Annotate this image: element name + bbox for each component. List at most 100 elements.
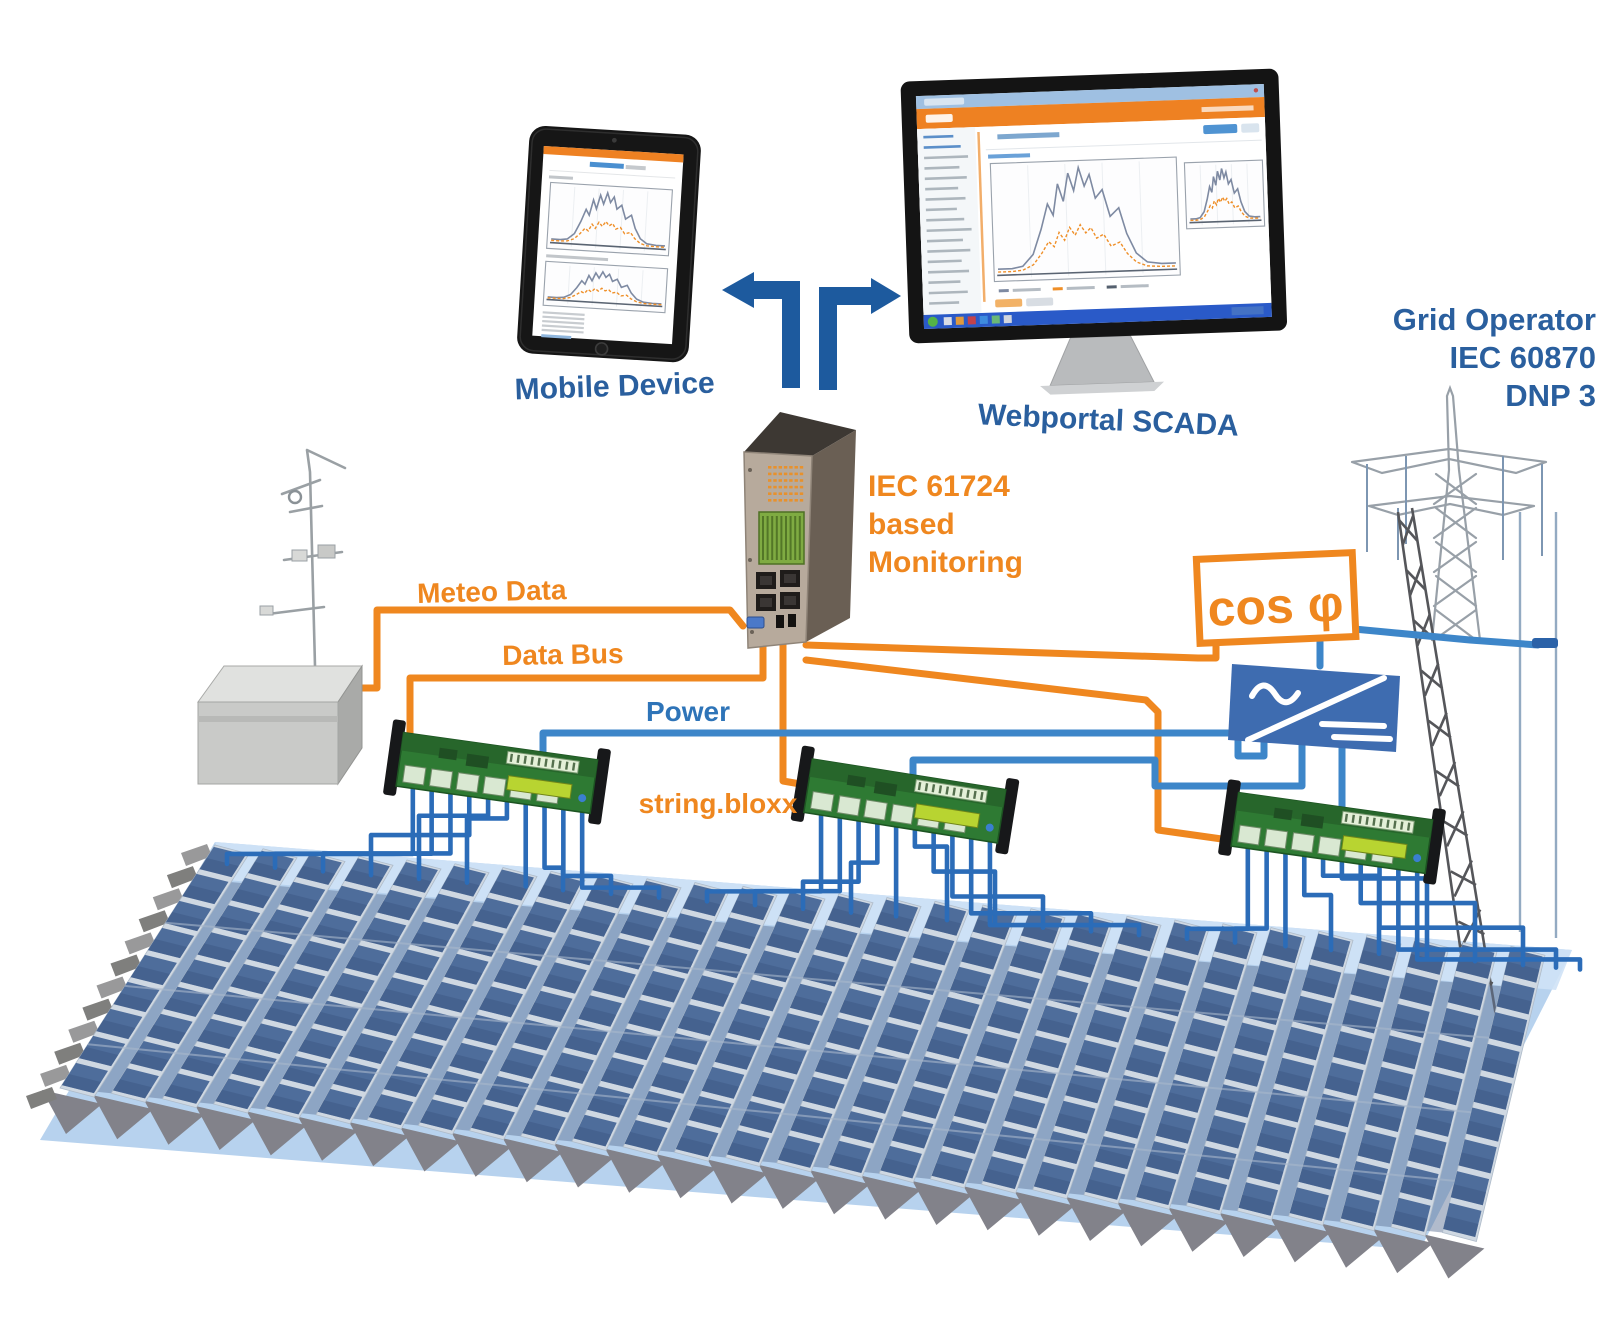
screen-chart-curve-orange	[998, 223, 1177, 273]
row-shadow-wedge	[502, 1138, 563, 1183]
panel-module-cells	[215, 1089, 254, 1110]
panel-module-cells	[634, 892, 673, 913]
panel-module-cells	[982, 1168, 1020, 1189]
logger-ethernet-port-inner	[784, 596, 796, 605]
logger-led	[768, 479, 772, 482]
panel-module-cells	[543, 974, 581, 994]
panel-module-cells	[915, 1068, 952, 1089]
panel-module-cells	[1301, 977, 1338, 999]
panel-module-cells	[1166, 934, 1203, 956]
panel-module-cells	[1044, 1143, 1081, 1164]
logger-led	[799, 466, 804, 469]
panel-module-cells	[1015, 1078, 1052, 1099]
logger-led	[783, 492, 788, 495]
legend-text	[1012, 287, 1041, 292]
bloxx-connector-pin	[931, 784, 936, 793]
panel-module-cells	[1004, 1108, 1041, 1129]
panel-module-cells	[1382, 1048, 1418, 1070]
panel-module-cells	[1298, 1168, 1334, 1190]
string-wire	[464, 797, 510, 885]
panel-module-cells	[1262, 942, 1299, 964]
bloxx-terminal	[402, 764, 427, 786]
panel-module-cells	[954, 1103, 991, 1124]
panel-module-cells	[1416, 1115, 1452, 1137]
panel-module-cells	[1283, 1039, 1320, 1061]
panel-module-cells	[903, 1098, 941, 1119]
panel-module-cells	[926, 1038, 964, 1059]
screen-chart-curve	[997, 164, 1176, 270]
sidebar-item	[924, 165, 960, 170]
panel-module-cells	[1187, 1189, 1224, 1211]
string-bloxx-unit-3	[1218, 779, 1446, 885]
logger-led	[773, 499, 777, 502]
panel-module-cells	[839, 1000, 877, 1021]
panel-module-cells	[263, 1007, 303, 1027]
panel-module-cells	[1455, 957, 1492, 979]
logger-terminal-pin	[785, 516, 787, 560]
screen-chart-curve	[551, 190, 666, 247]
panel-module-cells	[280, 979, 319, 999]
bloxx-terminal	[428, 768, 454, 790]
mount-step	[166, 866, 198, 889]
logger-led	[768, 485, 772, 489]
panel-module-cells	[1075, 1052, 1113, 1073]
panel-module-cells	[1357, 1142, 1393, 1164]
panel-module-cells	[96, 1020, 136, 1040]
panel-module-cells	[965, 1073, 1002, 1094]
string-bloxx-unit-2	[790, 745, 1020, 855]
panel-module-cells	[441, 877, 480, 897]
sidebar-item	[928, 290, 968, 295]
bloxx-connector-pin	[952, 787, 956, 796]
arrow-left-shaft	[752, 281, 800, 388]
bloxx-terminal	[1237, 824, 1262, 846]
tablet-rule	[549, 169, 676, 179]
logger-led	[789, 479, 793, 482]
tablet-logo-text	[625, 165, 646, 171]
screen-chart-grid	[615, 268, 620, 307]
bloxx-connector-pin	[938, 785, 943, 794]
string-wire	[416, 794, 491, 882]
string-wire	[987, 837, 1142, 938]
panel-module-cells	[1196, 1158, 1233, 1180]
panel-module-cells	[1310, 946, 1347, 967]
panel-module-cells	[522, 1121, 561, 1142]
panel-module-cells	[478, 997, 517, 1018]
panel-module-cells	[827, 1029, 865, 1050]
tablet-header-bar	[543, 145, 684, 163]
logger-led	[773, 472, 777, 476]
screen-chart-frame	[989, 156, 1181, 283]
logger-led	[778, 492, 782, 495]
tablet-home-button	[594, 342, 609, 356]
panel-module-cells	[368, 1105, 407, 1126]
string-wire	[1377, 862, 1526, 968]
panel-module-cells	[1115, 1087, 1152, 1108]
panel-module-cells	[802, 1088, 840, 1109]
grid-operator-label: Grid Operator IEC 60870 DNP 3	[1393, 302, 1596, 413]
logger-led	[794, 472, 798, 476]
panel-module-cells	[1165, 1092, 1202, 1113]
panel-module-cells	[536, 1092, 575, 1113]
panel-module-cells	[1349, 1174, 1385, 1195]
tablet-table-row	[541, 328, 584, 334]
sidebar-item	[924, 176, 967, 181]
cos-phi-box: cos φ	[1192, 548, 1360, 647]
panel-module-cells	[778, 1147, 816, 1168]
panel-module-cells	[1085, 1179, 1122, 1200]
panel-module-cells	[766, 933, 804, 954]
panel-module-cells	[379, 988, 418, 1009]
panel-module-cells	[165, 912, 205, 932]
bus-wire	[909, 740, 1306, 790]
solar-panel-array	[26, 844, 1546, 1279]
bloxx-terminal	[455, 772, 480, 793]
legend-swatch	[1106, 285, 1117, 289]
panel-module-cells	[425, 905, 465, 925]
panel-module-cells	[688, 1108, 727, 1128]
panel-module-cells	[938, 1008, 975, 1030]
panel-module-cells	[1265, 1101, 1302, 1123]
panel-module-cells	[637, 1102, 676, 1123]
taskbar-icon	[955, 316, 964, 325]
panel-module-cells	[628, 1011, 666, 1032]
panel-module-cells	[213, 1002, 253, 1022]
screen-chart-grid	[1246, 163, 1250, 224]
panel-module-cells	[739, 1113, 777, 1134]
